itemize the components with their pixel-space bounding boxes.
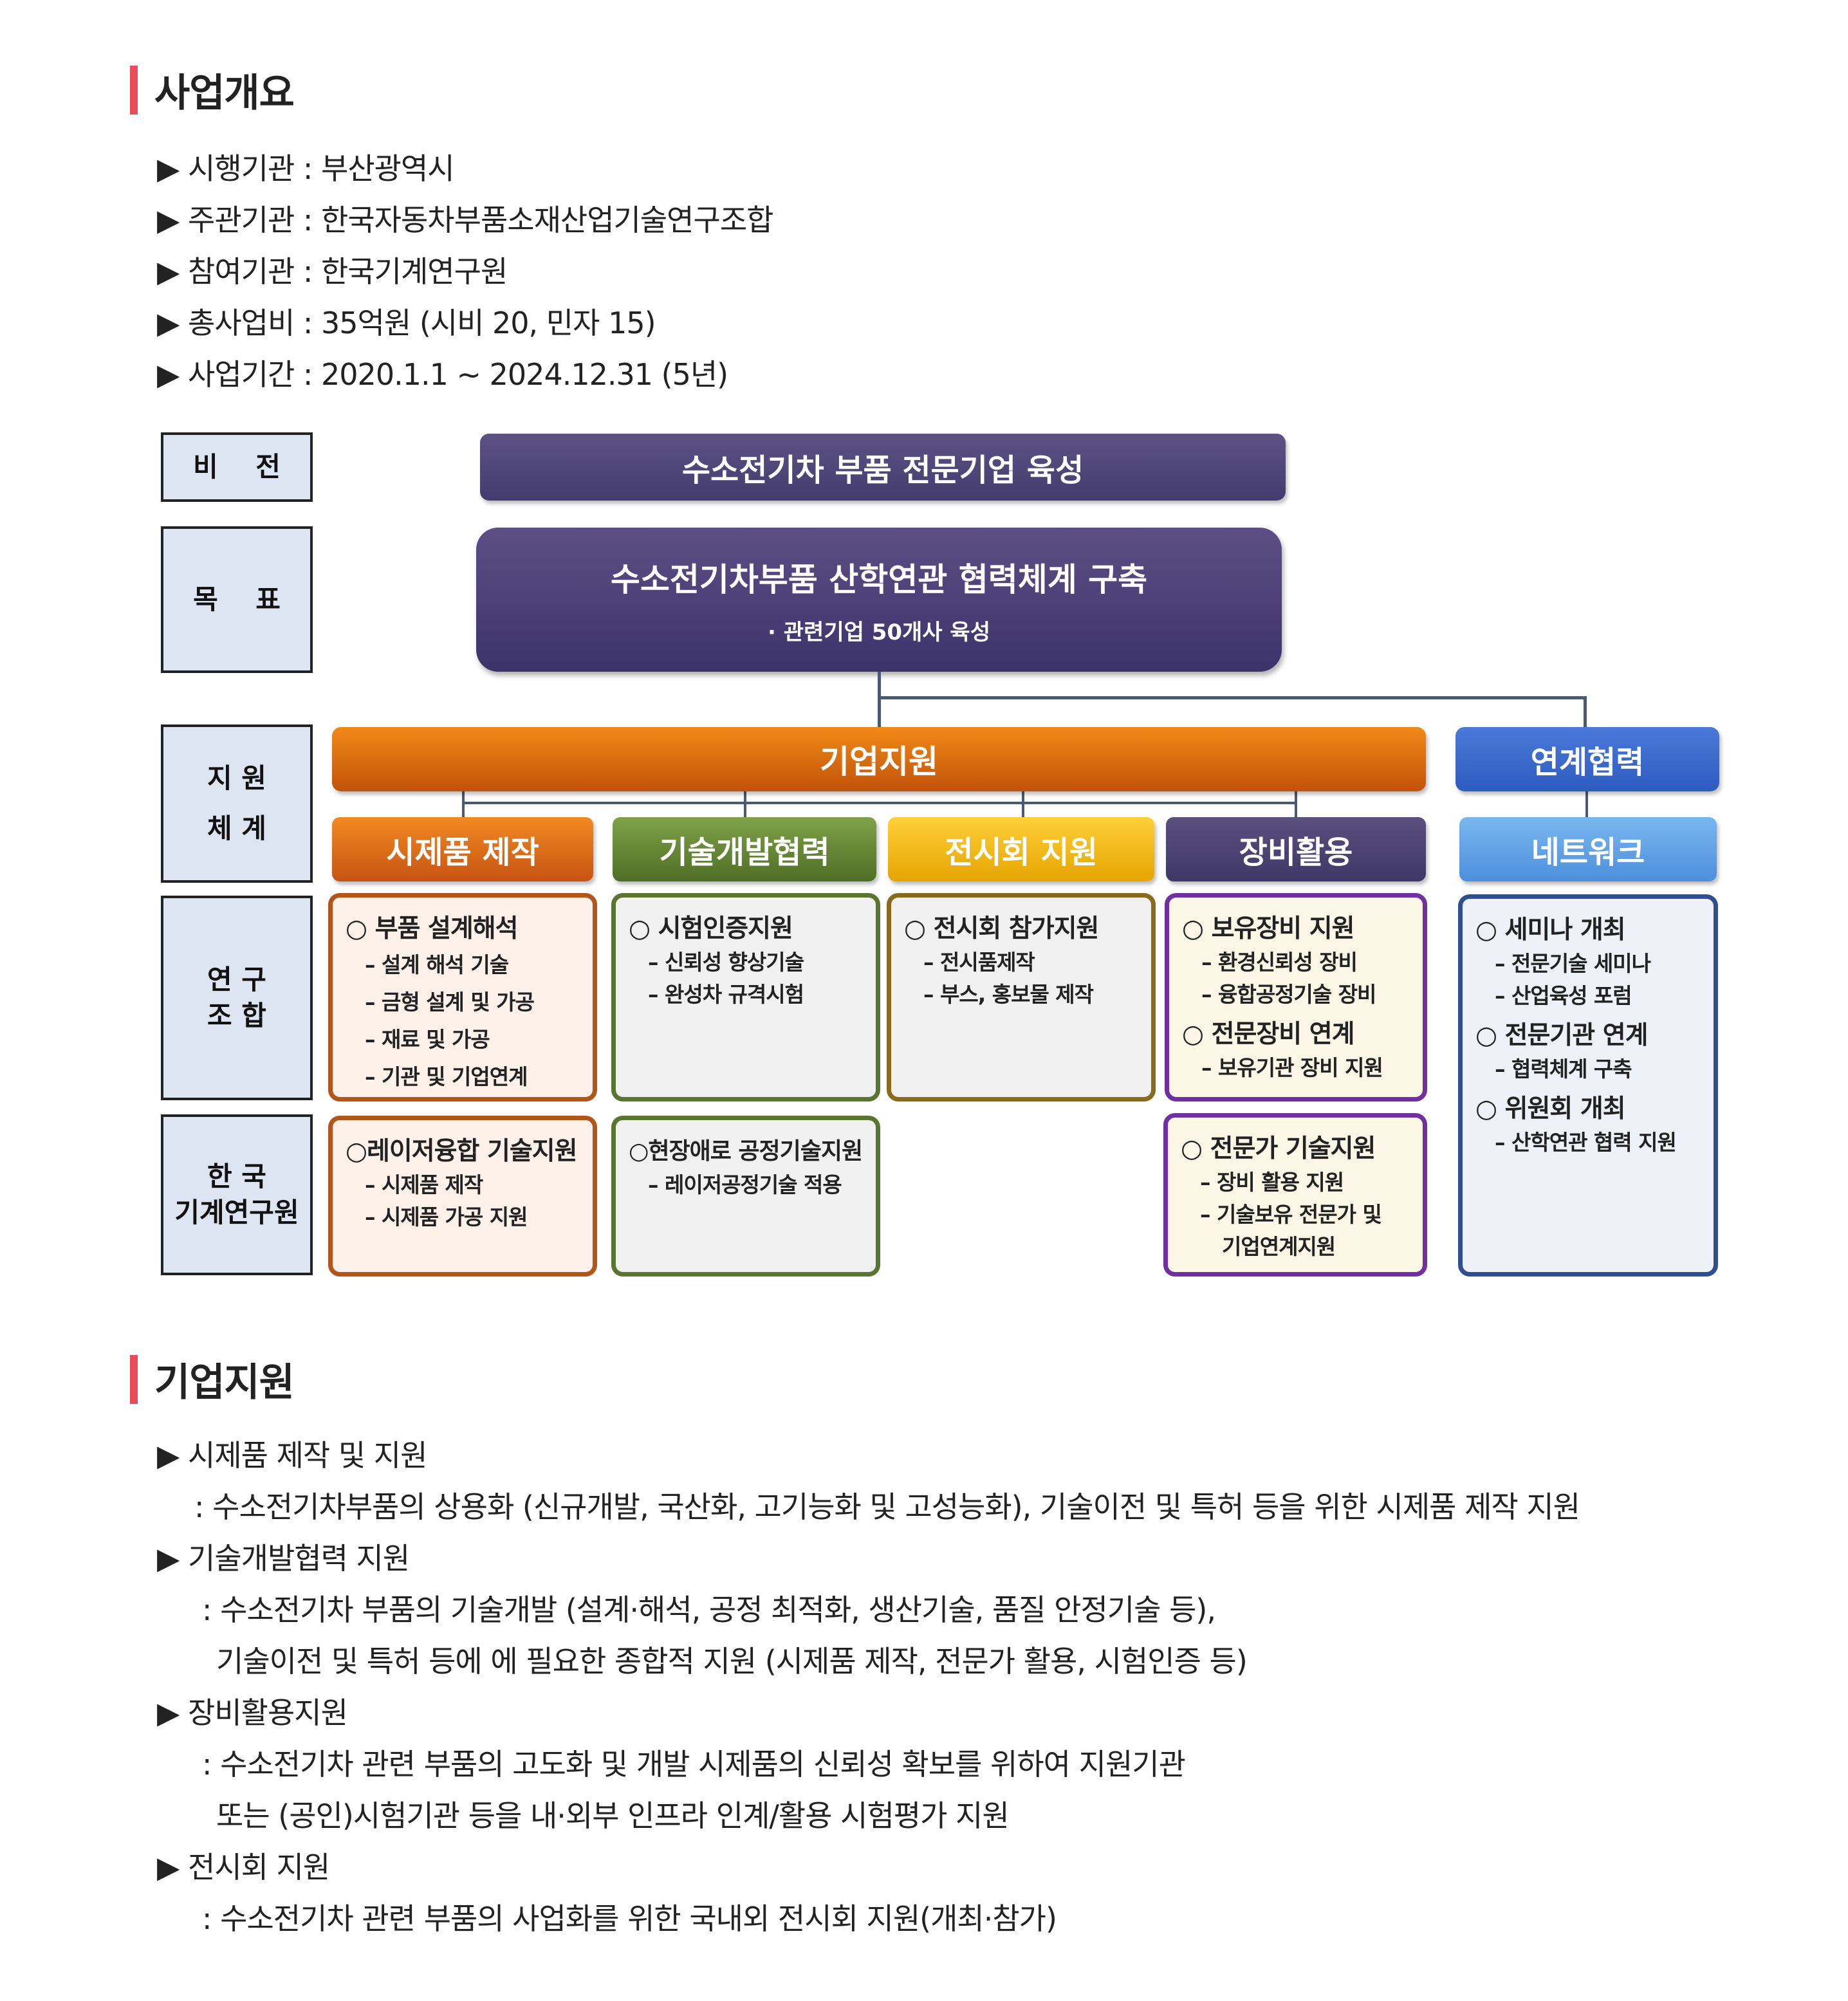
card-laser-fusion: ○레이저융합 기술지원 – 시제품 제작 – 시제품 가공 지원: [328, 1116, 597, 1277]
vision-box: 수소전기차 부품 전문기업 육성: [480, 434, 1286, 501]
triangle-bullet-icon: ▶: [157, 306, 180, 340]
section-marker: [130, 66, 138, 115]
connector-line: [1295, 791, 1297, 817]
list-item: ▶시행기관 : 부산광역시: [157, 143, 773, 194]
connector-line: [462, 802, 1296, 804]
label-vision: 비 전: [161, 432, 313, 502]
list-item: ▶기술개발협력 지원: [157, 1533, 1580, 1584]
sub-network: 네트워크: [1459, 817, 1717, 881]
linkage-box: 연계협력: [1455, 727, 1719, 791]
sub-exhibition: 전시회 지원: [888, 817, 1154, 881]
triangle-bullet-icon: ▶: [157, 1541, 180, 1576]
connector-line: [1022, 791, 1024, 817]
list-item: ▶사업기간 : 2020.1.1 ~ 2024.12.31 (5년): [157, 349, 773, 400]
section-title-corporate: 기업지원: [154, 1360, 295, 1405]
triangle-bullet-icon: ▶: [157, 1695, 180, 1730]
label-goal: 목 표: [161, 526, 313, 673]
sub-prototype: 시제품 제작: [332, 817, 593, 881]
list-item: ▶참여기관 : 한국기계연구원: [157, 246, 773, 297]
card-design-analysis: ○ 부품 설계해석 – 설계 해석 기술 – 금형 설계 및 가공 – 재료 및…: [328, 893, 597, 1102]
triangle-bullet-icon: ▶: [157, 254, 180, 289]
list-item-desc: 또는 (공인)시험기관 등을 내·외부 인프라 인계/활용 시험평가 지원: [216, 1798, 1010, 1833]
list-item: ▶주관기관 : 한국자동차부품소재산업기술연구조합: [157, 194, 773, 246]
list-item-desc: : 수소전기차 관련 부품의 사업화를 위한 국내외 전시회 지원(개최·참가): [202, 1901, 1057, 1936]
list-item: ▶시제품 제작 및 지원: [157, 1430, 1580, 1481]
list-item-desc: : 수소전기차 부품의 기술개발 (설계·해석, 공정 최적화, 생산기술, 품…: [202, 1592, 1216, 1627]
corporate-list: ▶시제품 제작 및 지원 : 수소전기차부품의 상용화 (신규개발, 국산화, …: [157, 1430, 1580, 1944]
connector-line: [878, 696, 1587, 699]
list-item: ▶총사업비 : 35억원 (시비 20, 민자 15): [157, 297, 773, 349]
corporate-support-box: 기업지원: [332, 727, 1426, 791]
list-item-desc: : 수소전기차 관련 부품의 고도화 및 개발 시제품의 신뢰성 확보를 위하여…: [202, 1747, 1186, 1782]
section-title-overview: 사업개요: [154, 71, 295, 116]
list-item-desc: : 수소전기차부품의 상용화 (신규개발, 국산화, 고기능화 및 고성능화),…: [194, 1489, 1580, 1524]
sub-equipment: 장비활용: [1166, 817, 1426, 881]
list-item: ▶장비활용지원: [157, 1687, 1580, 1738]
triangle-bullet-icon: ▶: [157, 1438, 180, 1473]
card-network: ○ 세미나 개최 – 전문기술 세미나 – 산업육성 포럼 ○ 전문기관 연계 …: [1458, 894, 1718, 1277]
connector-line: [1585, 791, 1588, 817]
connector-line: [1584, 696, 1587, 727]
goal-sub: · 관련기업 50개사 육성: [768, 619, 990, 645]
card-equipment-support: ○ 보유장비 지원 – 환경신뢰성 장비 – 융합공정기술 장비 ○ 전문장비 …: [1165, 893, 1427, 1102]
connector-line: [744, 791, 746, 817]
goal-main: 수소전기차부품 산학연관 협력체계 구축: [610, 560, 1148, 598]
card-exhibition-participation: ○ 전시회 참가지원 – 전시품제작 – 부스, 홍보물 제작: [887, 893, 1156, 1102]
card-field-process: ○현장애로 공정기술지원 – 레이저공정기술 적용: [611, 1116, 880, 1277]
section-marker: [130, 1355, 138, 1404]
triangle-bullet-icon: ▶: [157, 357, 180, 392]
triangle-bullet-icon: ▶: [157, 1850, 180, 1885]
goal-box: 수소전기차부품 산학연관 협력체계 구축 · 관련기업 50개사 육성: [476, 528, 1282, 672]
overview-list: ▶시행기관 : 부산광역시 ▶주관기관 : 한국자동차부품소재산업기술연구조합 …: [157, 143, 773, 400]
card-expert-support: ○ 전문가 기술지원 – 장비 활용 지원 – 기술보유 전문가 및 기업연계지…: [1163, 1113, 1427, 1277]
connector-line: [462, 791, 465, 817]
connector-line: [878, 672, 881, 727]
list-item: ▶전시회 지원: [157, 1841, 1580, 1893]
list-item-desc: 기술이전 및 특허 등에 에 필요한 종합적 지원 (시제품 제작, 전문가 활…: [216, 1644, 1248, 1679]
sub-tech-dev: 기술개발협력: [613, 817, 876, 881]
card-test-certification: ○ 시험인증지원 – 신뢰성 향상기술 – 완성차 규격시험: [611, 893, 880, 1102]
triangle-bullet-icon: ▶: [157, 203, 180, 237]
triangle-bullet-icon: ▶: [157, 151, 180, 186]
